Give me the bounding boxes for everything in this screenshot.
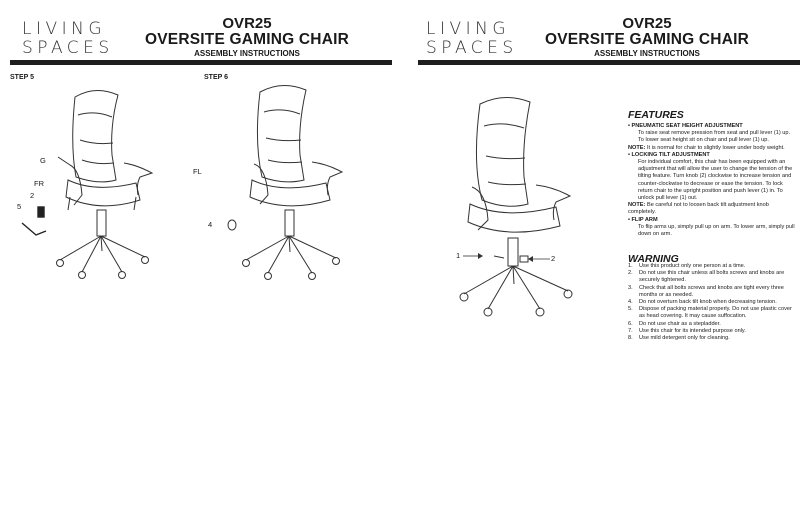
feature-flip-arm: • FLIP ARM To flip arms up, simply pull … bbox=[628, 217, 798, 239]
feature-label: • PNEUMATIC SEAT HEIGHT ADJUSTMENT bbox=[628, 123, 743, 129]
note-text: It is normal for chair to slightly lower… bbox=[645, 144, 785, 151]
page-title: OVERSITE GAMING CHAIR bbox=[545, 31, 749, 48]
header-title-block-right: OVR25 OVERSITE GAMING CHAIR ASSEMBLY INS… bbox=[530, 16, 764, 59]
header-divider bbox=[418, 60, 800, 65]
warning-item: 7.Use this chair for its intended purpos… bbox=[628, 327, 746, 334]
callout-2-arrow bbox=[528, 256, 550, 262]
brand-logo: LIVING SPACES bbox=[22, 20, 114, 58]
warning-item: 1.Use this product only one person at a … bbox=[628, 263, 746, 269]
warning-item: 4.Do not overturn back tilt knob when de… bbox=[628, 299, 777, 306]
page-title: OVERSITE GAMING CHAIR bbox=[145, 31, 349, 48]
features-chair-illustration bbox=[459, 97, 573, 317]
warning-item: 6.Do not use chair as a stepladder. bbox=[628, 320, 721, 327]
bolt-and-allen-key bbox=[21, 206, 47, 236]
features-heading: FEATURES bbox=[628, 109, 684, 121]
warning-item: 2.Do not use this chair unless all bolts… bbox=[628, 270, 785, 284]
model-number: OVR25 bbox=[222, 15, 272, 32]
feature-label: • LOCKING TILT ADJUSTMENT bbox=[628, 151, 710, 158]
warning-heading: WARNING bbox=[628, 253, 679, 265]
left-page: LIVING SPACES OVR25 OVERSITE GAMING CHAI… bbox=[10, 16, 392, 280]
callout-2: 2 bbox=[551, 254, 556, 263]
step6-chair-illustration bbox=[227, 85, 344, 280]
callout-fr: FR bbox=[34, 179, 44, 188]
feature-text: To lower seat height sit on chair and pu… bbox=[638, 137, 769, 144]
warning-item: 5.Dispose of packing material properly. … bbox=[628, 306, 792, 320]
feature-note: NOTE: It is normal for chair to slightly… bbox=[628, 145, 798, 152]
right-page: LIVING SPACES OVR25 OVERSITE GAMING CHAI… bbox=[404, 0, 808, 519]
step6-label: STEP 6 bbox=[204, 74, 228, 81]
model-number: OVR25 bbox=[622, 15, 672, 32]
callout-1-arrow bbox=[463, 253, 483, 259]
note-label: NOTE: bbox=[628, 144, 646, 151]
step5-chair-illustration bbox=[56, 90, 154, 279]
feature-tilt: • LOCKING TILT ADJUSTMENT For individual… bbox=[628, 152, 798, 202]
callout-g: G bbox=[40, 156, 46, 165]
page-subtitle: ASSEMBLY INSTRUCTIONS bbox=[194, 49, 300, 58]
brand-line2: SPACES bbox=[426, 38, 518, 58]
brand-line1: LIVING bbox=[426, 19, 511, 39]
callout-2: 2 bbox=[30, 191, 35, 200]
brand-line2: SPACES bbox=[22, 38, 114, 58]
callout-4: 4 bbox=[208, 220, 213, 229]
note-text: Be careful not to loosen back tilt adjus… bbox=[628, 202, 769, 216]
callout-5: 5 bbox=[17, 202, 22, 211]
header-title-block: OVR25 OVERSITE GAMING CHAIR ASSEMBLY INS… bbox=[130, 16, 364, 59]
feature-seat-height: • PNEUMATIC SEAT HEIGHT ADJUSTMENT To ra… bbox=[628, 123, 798, 145]
features-list: • PNEUMATIC SEAT HEIGHT ADJUSTMENT To ra… bbox=[628, 123, 798, 238]
warning-item: 8.Use mild detergent only for cleaning. bbox=[628, 335, 730, 342]
feature-text: To flip arms up, simply pull up on arm. … bbox=[638, 223, 795, 238]
feature-label: • FLIP ARM bbox=[628, 216, 658, 223]
step5-label: STEP 5 bbox=[10, 74, 34, 81]
brand-line1: LIVING bbox=[22, 19, 107, 39]
note-label: NOTE: bbox=[628, 202, 646, 209]
header-divider bbox=[10, 60, 392, 65]
brand-logo-right: LIVING SPACES bbox=[426, 20, 518, 58]
callout-1: 1 bbox=[456, 251, 461, 260]
feature-text: For individual comfort, this chair has b… bbox=[638, 159, 793, 202]
page-subtitle: ASSEMBLY INSTRUCTIONS bbox=[594, 49, 700, 58]
warning-item: 3.Check that all bolts screws and knobs … bbox=[628, 284, 784, 298]
feature-text: To raise seat remove pression from seat … bbox=[638, 130, 791, 137]
callout-fl: FL bbox=[193, 167, 202, 176]
feature-note: NOTE: Be careful not to loosen back tilt… bbox=[628, 202, 798, 216]
warning-list: 1.Use this product only one person at a … bbox=[628, 263, 798, 342]
